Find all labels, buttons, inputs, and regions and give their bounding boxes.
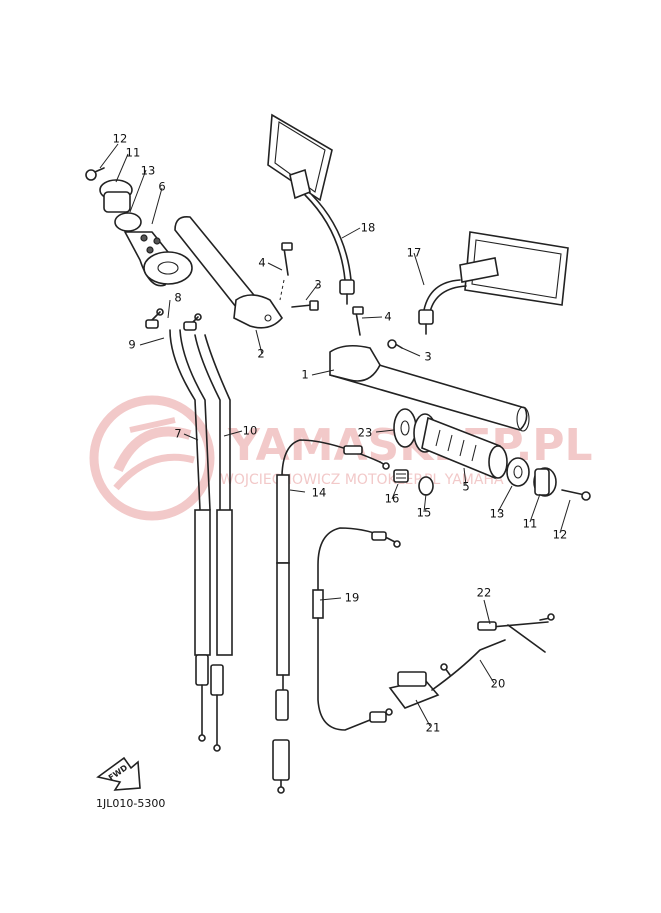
callout-3-right: 3 — [424, 350, 431, 364]
callout-5: 5 — [462, 480, 469, 494]
mirror-left-glass — [267, 113, 333, 202]
mirror-left-mount — [289, 168, 311, 200]
cable-14 — [272, 439, 390, 794]
callout-7: 7 — [174, 427, 181, 441]
throttle-cables — [145, 308, 233, 752]
mirror-left-group — [267, 113, 355, 305]
callout-4-right: 4 — [384, 310, 391, 324]
diagram-code: 1JL010-5300 — [96, 797, 165, 810]
callout-4-left: 4 — [258, 256, 265, 270]
callout-10: 10 — [243, 424, 258, 438]
screw-4-left — [283, 247, 289, 276]
callout-20: 20 — [491, 677, 506, 691]
callouts: 12 11 13 6 8 9 7 10 2 4 3 18 17 4 3 1 23… — [113, 132, 568, 735]
watermark-logo — [89, 395, 215, 521]
fwd-arrow-icon: FWD — [96, 756, 141, 791]
handlebar-1-group — [329, 344, 530, 432]
screw-4-right — [355, 311, 361, 336]
collar-23 — [393, 408, 417, 448]
collar-13-left — [114, 212, 142, 232]
mirror-left-stem — [304, 194, 346, 281]
bar-end-body-left — [103, 191, 131, 213]
handlebar-1-clamp — [329, 344, 381, 382]
callout-22: 22 — [477, 586, 492, 600]
adjuster-16 — [393, 469, 409, 483]
callout-8: 8 — [174, 291, 181, 305]
locknut-15 — [418, 476, 434, 496]
mirror-right-mount — [459, 257, 499, 283]
throttle-sleeve-group — [174, 215, 284, 329]
throttle-housing-2 — [233, 294, 284, 329]
callout-11-left: 11 — [126, 146, 141, 160]
mirror-right-stem — [423, 279, 461, 311]
callout-15: 15 — [417, 506, 432, 520]
callout-1: 1 — [301, 368, 308, 382]
cable-7-lower — [194, 509, 211, 656]
wire-20 — [431, 639, 506, 691]
callout-23: 23 — [358, 426, 373, 440]
callout-21: 21 — [426, 721, 441, 735]
leader-lines — [99, 143, 571, 727]
callout-13-left: 13 — [141, 164, 156, 178]
screw-head-12-left — [85, 169, 97, 181]
callout-6: 6 — [158, 180, 165, 194]
callout-2: 2 — [257, 347, 264, 361]
housing-screws-right — [352, 306, 403, 349]
adjuster-group — [393, 469, 434, 496]
housing-screws-left — [279, 242, 319, 311]
screw-3-left — [291, 304, 313, 308]
collar-13-right — [506, 457, 530, 487]
callout-12-right: 12 — [553, 528, 568, 542]
callout-3-left: 3 — [314, 278, 321, 292]
callout-18: 18 — [361, 221, 376, 235]
callout-16: 16 — [385, 492, 400, 506]
mirror-right-group — [418, 231, 569, 335]
cable-10-upper — [194, 334, 221, 511]
grip-6-end — [143, 251, 193, 285]
callout-19: 19 — [345, 591, 360, 605]
cable-19 — [312, 527, 401, 731]
cable-7-upper — [169, 329, 201, 511]
throttle-housing-group — [85, 167, 193, 287]
callout-17: 17 — [407, 246, 422, 260]
cable-10-lower — [216, 509, 233, 656]
callout-11-right: 11 — [523, 517, 538, 531]
switch-group — [388, 613, 555, 709]
right-grip-group — [393, 408, 591, 501]
throttle-tube — [174, 215, 259, 313]
screw-12-right — [561, 489, 586, 496]
callout-12-left: 12 — [113, 132, 128, 146]
callout-14: 14 — [312, 486, 327, 500]
callout-9: 9 — [128, 338, 135, 352]
callout-13-right: 13 — [490, 507, 505, 521]
